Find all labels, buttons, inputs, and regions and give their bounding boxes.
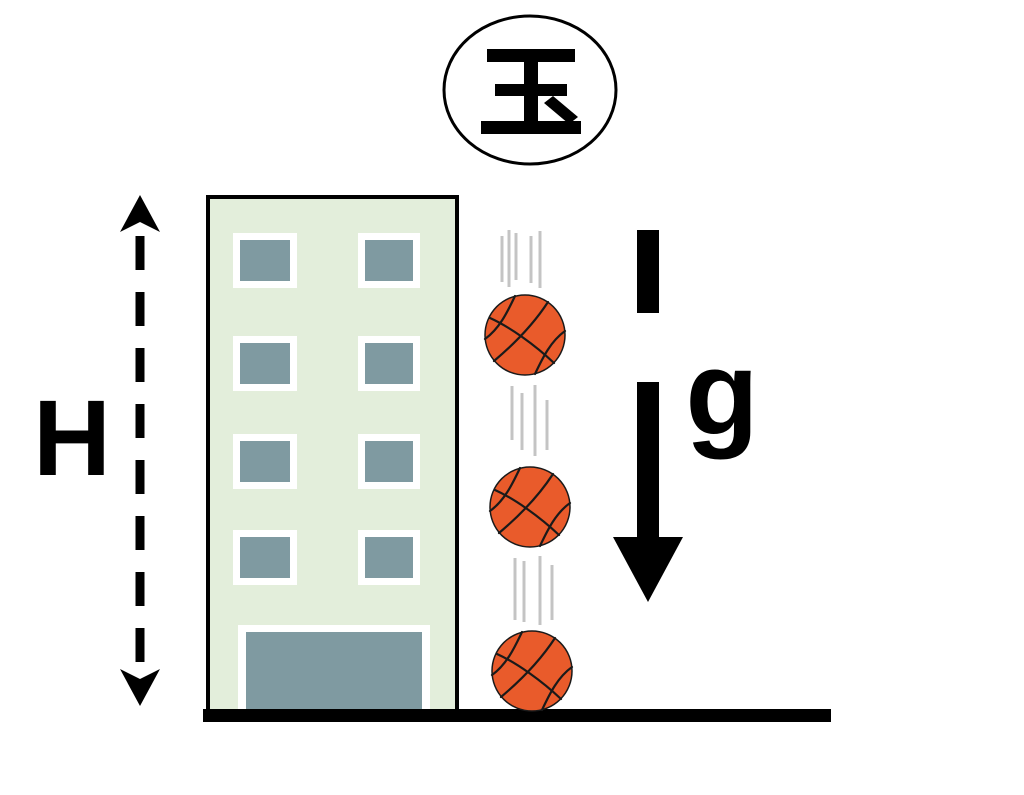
window [365, 537, 413, 578]
gravity-arrow-shaft [637, 382, 659, 552]
window [240, 240, 290, 281]
seal-glyph [481, 49, 581, 134]
ball-seams [483, 294, 567, 376]
ball-seams [488, 466, 572, 548]
ground-line [203, 709, 831, 722]
basketball-icon [488, 466, 572, 548]
window [240, 343, 290, 384]
ball-seam [483, 294, 517, 341]
seal-stroke-middle [495, 84, 567, 96]
motion-lines-middle [510, 385, 549, 456]
height-dashed-arrow-icon [120, 195, 160, 706]
gravity-arrow-head [613, 537, 683, 602]
height-label: H [33, 377, 111, 498]
height-arrow-head-bottom [120, 669, 160, 706]
ball-seam [488, 316, 556, 365]
door [246, 632, 422, 710]
gravity-down-arrow-icon [613, 230, 683, 602]
ball-seam [540, 665, 574, 712]
window [240, 537, 290, 578]
ball-seam [492, 300, 550, 363]
building [206, 195, 459, 714]
ball-seam [538, 501, 572, 548]
ball-seam [488, 466, 522, 513]
ball-seam [490, 630, 524, 677]
window [365, 441, 413, 482]
seal-stroke-bottom [481, 121, 581, 134]
window [365, 343, 413, 384]
basketball-icon [490, 630, 574, 712]
window [240, 441, 290, 482]
ball-seam [493, 488, 561, 537]
motion-lines-bottom [513, 556, 554, 625]
ball-seam [497, 472, 555, 535]
seal-kanji-circle [442, 14, 618, 166]
basketball-icon [483, 294, 567, 376]
height-arrow-head-top [120, 195, 160, 232]
building-windows [233, 233, 420, 585]
ball-seam [499, 636, 557, 699]
window [365, 240, 413, 281]
ball-seams [490, 630, 574, 712]
motion-lines-top [500, 230, 542, 288]
gravity-arrow-shaft-top [637, 230, 659, 313]
seal-stroke-dot [544, 96, 578, 124]
gravity-label: g [685, 326, 758, 460]
ball-seam [533, 329, 567, 376]
ball-seam [495, 652, 563, 701]
